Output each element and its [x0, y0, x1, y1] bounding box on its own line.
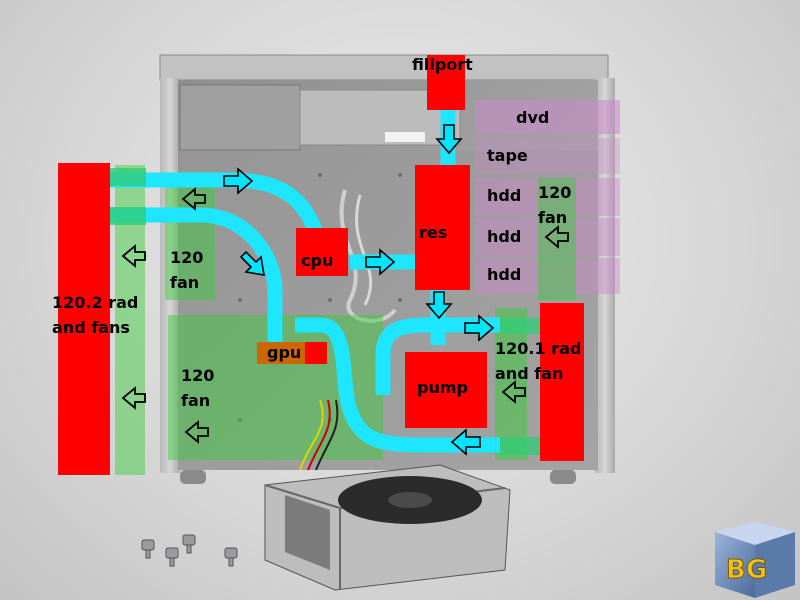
- label-rad-120-1: 120.1 rad and fan: [495, 339, 582, 383]
- label-cpu: cpu: [301, 251, 334, 270]
- reservoir-block: [415, 165, 470, 290]
- cpu-block: [296, 228, 348, 276]
- fan-overlay-hdd: [538, 178, 576, 300]
- airflow-arrows: [121, 187, 569, 444]
- flow-arrow-icon: [239, 250, 265, 276]
- airflow-arrow-icon: [501, 380, 526, 404]
- thumbscrews: [141, 534, 238, 567]
- label-fillport: fillport: [412, 55, 473, 74]
- bay-dvd: [475, 100, 620, 134]
- flow-arrow-icon: [365, 248, 396, 276]
- bay-hdd-3: [475, 258, 620, 294]
- flow-arrow-icon: [450, 428, 481, 456]
- tube-gpu-to-rad: [295, 317, 500, 453]
- airflow-arrow-icon: [121, 244, 146, 268]
- drive-bays: [475, 100, 620, 294]
- label-dvd: dvd: [516, 108, 550, 127]
- label-pump: pump: [417, 378, 468, 397]
- flow-arrow-icon: [223, 167, 254, 195]
- fan-overlay-front: [165, 180, 215, 300]
- flow-arrows: [223, 124, 495, 456]
- tube-pump-to-rad: [375, 317, 500, 395]
- flow-arrow-icon: [435, 124, 463, 155]
- flow-arrow-icon: [425, 291, 453, 320]
- airflow-arrow-icon: [181, 187, 206, 211]
- label-rad-120-2: 120.2 rad and fans: [52, 293, 139, 337]
- flow-arrow-icon: [464, 314, 495, 342]
- logo-letter-b: BG: [726, 555, 767, 585]
- bay-hdd-1: [475, 178, 620, 216]
- label-fan-hdd: 120 fan: [538, 183, 572, 227]
- bay-tape: [475, 138, 620, 174]
- tube-rad-to-gpu: [110, 207, 283, 345]
- pump-block: [405, 352, 487, 428]
- radiator-120-2: [58, 163, 110, 475]
- label-gpu: gpu: [267, 343, 302, 362]
- airflow-arrow-icon: [121, 386, 146, 410]
- label-tape: tape: [487, 146, 528, 165]
- label-hdd-2: hdd: [487, 227, 522, 246]
- label-fan-bottom: 120 fan: [181, 366, 215, 410]
- bg-logo: BG: [715, 522, 795, 598]
- components: [58, 55, 584, 475]
- label-res: res: [419, 223, 448, 242]
- gpu-block: [257, 342, 305, 364]
- label-hdd-1: hdd: [487, 186, 522, 205]
- airflow-arrow-icon: [184, 420, 209, 444]
- label-fan-front: 120 fan: [170, 248, 204, 292]
- airflow-arrow-icon: [544, 225, 569, 249]
- spare-fan-bracket: [264, 399, 511, 591]
- bay-hdd-2: [475, 218, 620, 256]
- radiator-120-1: [540, 303, 584, 461]
- label-hdd-3: hdd: [487, 265, 522, 284]
- fillport-block: [427, 55, 465, 110]
